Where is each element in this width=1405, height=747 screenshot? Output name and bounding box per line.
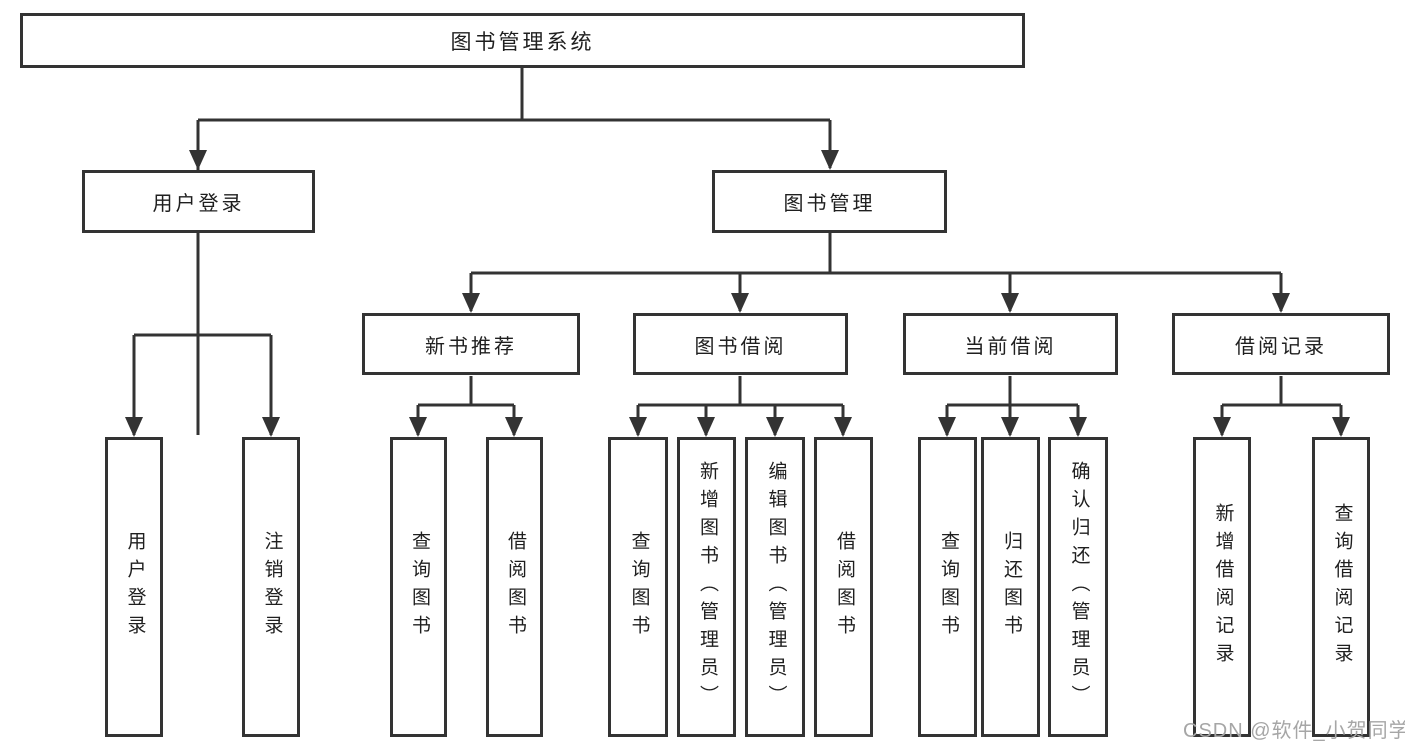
node-book-borrow: 图书借阅 bbox=[633, 313, 848, 375]
arrow-down-icon bbox=[1332, 417, 1350, 437]
leaf-logout: 注销登录 bbox=[242, 437, 300, 737]
leaf-records-query-record: 查询借阅记录 bbox=[1312, 437, 1370, 737]
connector-current-borrow-to-leaves bbox=[938, 376, 1087, 437]
arrow-down-icon bbox=[189, 150, 207, 170]
leaf-recommend-query-book: 查询图书 bbox=[390, 437, 447, 737]
watermark-text: CSDN @软件_小贺同学 bbox=[1183, 720, 1405, 742]
arrow-down-icon bbox=[766, 417, 784, 437]
leaf-borrow-edit-book-admin: 编辑图书（管理员） bbox=[745, 437, 805, 737]
arrow-down-icon bbox=[834, 417, 852, 437]
arrow-down-icon bbox=[1069, 417, 1087, 437]
arrow-down-icon bbox=[125, 417, 143, 437]
node-label: 图书管理系统 bbox=[450, 30, 595, 54]
connector-user-login-to-leaves bbox=[125, 233, 280, 437]
leaf-borrow-query-book: 查询图书 bbox=[608, 437, 668, 737]
node-label: 用户登录 bbox=[152, 193, 245, 215]
connector-book-management-to-level3 bbox=[462, 233, 1290, 313]
node-label: 查询借阅记录 bbox=[1331, 503, 1353, 671]
arrow-down-icon bbox=[731, 293, 749, 313]
node-user-login: 用户登录 bbox=[82, 170, 315, 233]
connector-new-book-recommend-to-leaves bbox=[409, 376, 523, 437]
arrow-down-icon bbox=[1001, 293, 1019, 313]
node-label: 编辑图书（管理员） bbox=[765, 461, 787, 713]
node-label: 借阅图书 bbox=[504, 531, 526, 643]
leaf-borrow-add-book-admin: 新增图书（管理员） bbox=[677, 437, 736, 737]
node-new-book-recommend: 新书推荐 bbox=[362, 313, 580, 375]
leaf-current-return-book: 归还图书 bbox=[981, 437, 1040, 737]
leaf-user-login: 用户登录 bbox=[105, 437, 163, 737]
node-book-management: 图书管理 bbox=[712, 170, 947, 233]
node-label: 借阅记录 bbox=[1235, 335, 1327, 358]
node-label: 新增图书（管理员） bbox=[696, 461, 718, 713]
arrow-down-icon bbox=[505, 417, 523, 437]
arrow-down-icon bbox=[1272, 293, 1290, 313]
arrow-down-icon bbox=[821, 150, 839, 170]
node-label: 用户登录 bbox=[124, 531, 146, 643]
node-label: 图书借阅 bbox=[694, 335, 787, 358]
node-label: 查询图书 bbox=[628, 531, 650, 643]
arrow-down-icon bbox=[462, 293, 480, 313]
node-label: 新增借阅记录 bbox=[1212, 503, 1234, 671]
connector-book-borrow-to-leaves bbox=[629, 376, 852, 437]
node-label: 确认归还（管理员） bbox=[1068, 461, 1090, 713]
node-label: 归还图书 bbox=[1000, 531, 1022, 643]
leaf-current-query-book: 查询图书 bbox=[918, 437, 977, 737]
node-borrow-records: 借阅记录 bbox=[1172, 313, 1390, 375]
arrow-down-icon bbox=[629, 417, 647, 437]
node-root-library-system: 图书管理系统 bbox=[20, 13, 1025, 68]
arrow-down-icon bbox=[262, 417, 280, 437]
arrow-down-icon bbox=[938, 417, 956, 437]
arrow-down-icon bbox=[697, 417, 715, 437]
arrow-down-icon bbox=[1213, 417, 1231, 437]
node-label: 当前借阅 bbox=[964, 335, 1057, 358]
arrow-down-icon bbox=[1001, 417, 1019, 437]
connector-root-to-level2 bbox=[189, 68, 839, 435]
node-label: 查询图书 bbox=[937, 531, 959, 643]
arrow-down-icon bbox=[409, 417, 427, 437]
node-current-borrow: 当前借阅 bbox=[903, 313, 1118, 375]
connector-borrow-records-to-leaves bbox=[1213, 376, 1350, 437]
node-label: 借阅图书 bbox=[833, 531, 855, 643]
leaf-current-confirm-return-admin: 确认归还（管理员） bbox=[1048, 437, 1108, 737]
node-label: 图书管理 bbox=[783, 193, 876, 215]
leaf-borrow-borrow-book: 借阅图书 bbox=[814, 437, 873, 737]
node-label: 新书推荐 bbox=[425, 335, 517, 358]
leaf-records-add-record: 新增借阅记录 bbox=[1193, 437, 1251, 737]
leaf-recommend-borrow-book: 借阅图书 bbox=[486, 437, 543, 737]
node-label: 注销登录 bbox=[261, 531, 283, 643]
node-label: 查询图书 bbox=[408, 531, 430, 643]
